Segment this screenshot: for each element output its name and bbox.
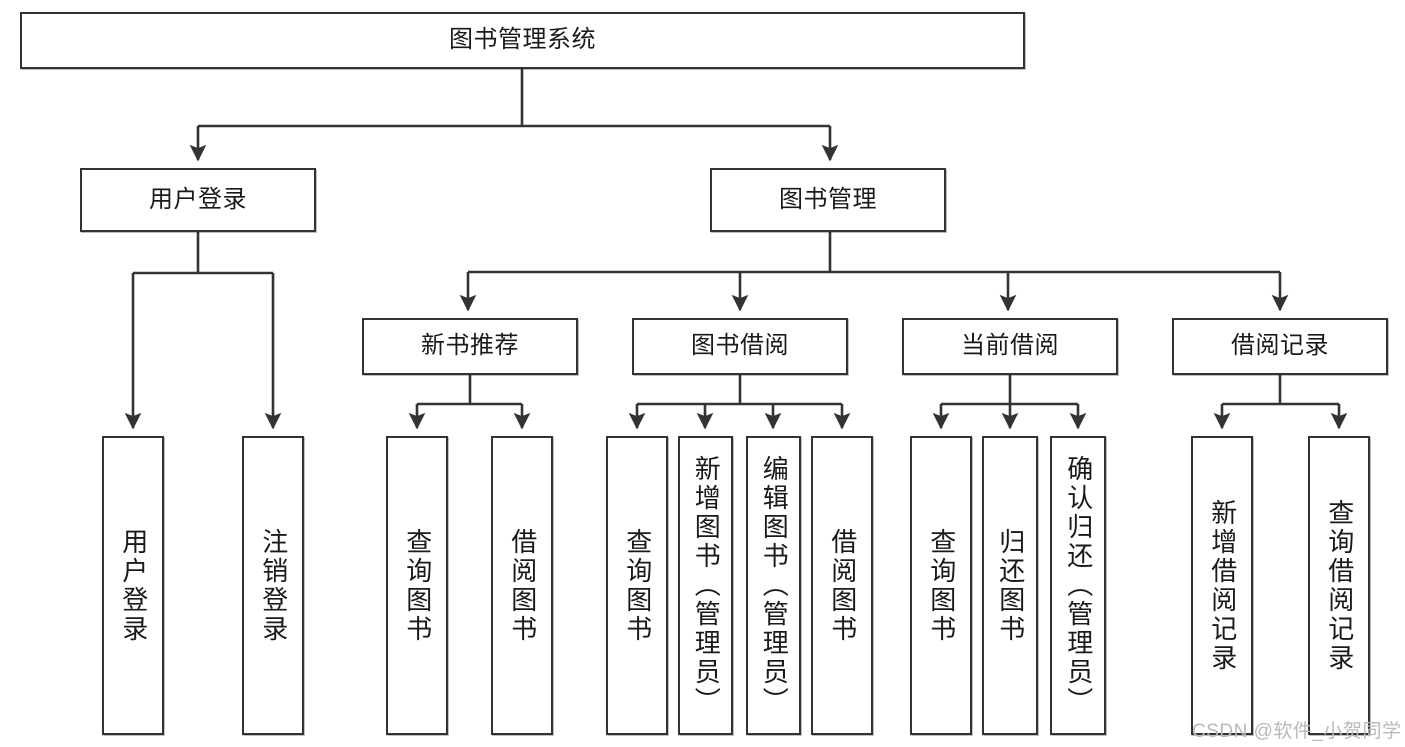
node-leaf-return-book[interactable]: 归还图书 [982,436,1038,735]
node-leaf-user-login-label: 用户登录 [118,527,149,644]
node-borrow-record[interactable]: 借阅记录 [1172,318,1388,375]
node-leaf-add-record[interactable]: 新增借阅记录 [1191,436,1253,735]
node-leaf-confirm-return[interactable]: 确认归还（管理员） [1050,436,1106,735]
node-current-borrow[interactable]: 当前借阅 [902,318,1118,375]
node-leaf-borrow-book-2-label: 借阅图书 [827,527,858,644]
csdn-watermark: CSDN @软件_小贺同学 [1192,721,1402,742]
node-leaf-add-book[interactable]: 新增图书（管理员） [678,436,733,735]
node-borrow-record-label: 借阅记录 [1231,332,1329,360]
node-leaf-query-book-1-label: 查询图书 [402,527,433,644]
node-current-borrow-label: 当前借阅 [961,332,1059,360]
node-leaf-query-book-3-label: 查询图书 [926,527,957,644]
node-leaf-add-record-label: 新增借阅记录 [1207,498,1238,673]
node-book-manage-label: 图书管理 [779,185,877,213]
node-leaf-edit-book-label: 编辑图书（管理员） [759,455,790,716]
node-leaf-return-book-label: 归还图书 [995,527,1026,644]
node-leaf-query-book-1[interactable]: 查询图书 [386,436,448,735]
node-leaf-confirm-return-label: 确认归还（管理员） [1063,455,1094,716]
node-user-login[interactable]: 用户登录 [80,168,316,232]
node-leaf-query-book-2-label: 查询图书 [622,527,653,644]
node-leaf-query-record[interactable]: 查询借阅记录 [1308,436,1370,735]
node-leaf-add-book-label: 新增图书（管理员） [691,455,722,716]
node-leaf-logout[interactable]: 注销登录 [242,436,304,735]
node-leaf-user-login[interactable]: 用户登录 [102,436,164,735]
node-root-label: 图书管理系统 [449,26,596,54]
node-leaf-edit-book[interactable]: 编辑图书（管理员） [746,436,801,735]
node-book-borrow-label: 图书借阅 [691,332,789,360]
node-leaf-query-book-3[interactable]: 查询图书 [910,436,972,735]
node-book-borrow[interactable]: 图书借阅 [632,318,848,375]
node-new-book-rec[interactable]: 新书推荐 [362,318,578,375]
node-leaf-borrow-book-1[interactable]: 借阅图书 [491,436,553,735]
node-leaf-borrow-book-2[interactable]: 借阅图书 [811,436,873,735]
node-leaf-query-record-label: 查询借阅记录 [1324,498,1355,673]
node-book-manage[interactable]: 图书管理 [710,168,946,232]
node-leaf-query-book-2[interactable]: 查询图书 [606,436,668,735]
node-leaf-logout-label: 注销登录 [258,527,289,644]
node-root[interactable]: 图书管理系统 [20,12,1025,69]
node-user-login-label: 用户登录 [149,185,247,213]
node-new-book-rec-label: 新书推荐 [421,332,519,360]
node-leaf-borrow-book-1-label: 借阅图书 [507,527,538,644]
